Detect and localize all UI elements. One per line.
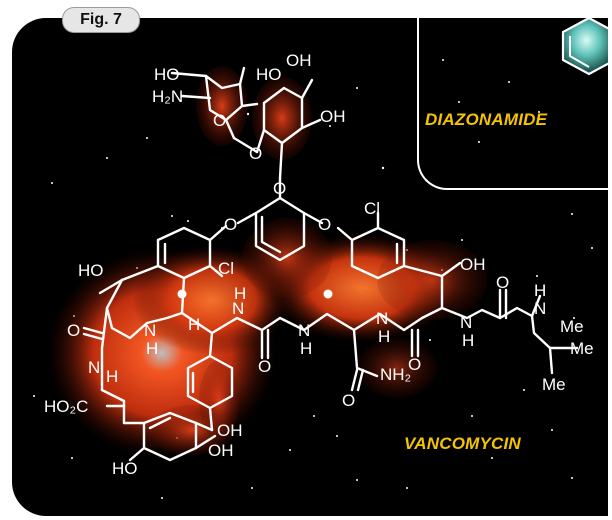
atom-label: O <box>318 215 331 234</box>
atom-label: H <box>188 315 200 334</box>
atom-label: O <box>273 179 286 198</box>
atom-label: O <box>67 321 80 340</box>
compound-name-vancomycin: VANCOMYCIN <box>404 434 521 453</box>
atom-label: O <box>213 111 226 130</box>
atom-label: OH <box>320 107 346 126</box>
atom-label: H <box>234 284 246 303</box>
atom-label: N <box>460 313 472 332</box>
diazonamide-structure: O <box>442 18 608 143</box>
stereo-dot <box>177 289 187 299</box>
atom-label: HO <box>112 459 138 478</box>
atom-label: O <box>496 273 509 292</box>
figure-label: Fig. 7 <box>62 7 140 33</box>
bond-lines <box>82 66 579 462</box>
atom-label: H <box>300 339 312 358</box>
atom-label: H <box>146 339 158 358</box>
atom-label: OH <box>460 255 486 274</box>
atom-label: Me <box>542 375 566 394</box>
atom-label: OH <box>286 51 312 70</box>
atom-label: H <box>534 281 546 300</box>
atom-label: H <box>462 331 474 350</box>
atom-label: N <box>144 321 156 340</box>
atom-labels: HO H₂N HO OH OH O O O O O Cl Cl HO OH O … <box>44 51 594 478</box>
atom-label: N <box>298 321 310 340</box>
atom-label: H <box>106 367 118 386</box>
stereo-dot <box>323 289 333 299</box>
atom-label: O <box>408 355 421 374</box>
atom-label: Cl <box>364 199 380 218</box>
diazonamide-inset: O <box>417 18 608 190</box>
atom-label: Me <box>560 317 584 336</box>
atom-label: O <box>249 144 262 163</box>
atom-label: Me <box>570 339 594 358</box>
atom-label: O <box>224 215 237 234</box>
atom-label: N <box>534 299 546 318</box>
atom-label: N <box>376 309 388 328</box>
atom-label: NH₂ <box>380 365 411 384</box>
atom-label: N <box>88 358 100 377</box>
atom-label: HO <box>256 65 282 84</box>
atom-label: Cl <box>218 259 234 278</box>
atom-label: O <box>342 391 355 410</box>
compound-name-diazonamide: DIAZONAMIDE <box>425 110 548 129</box>
atom-label: H₂N <box>152 87 183 106</box>
atom-label: N <box>232 299 244 318</box>
atom-label: H <box>378 327 390 346</box>
molecule-panel: HO H₂N HO OH OH O O O O O Cl Cl HO OH O … <box>12 18 608 516</box>
vancomycin-structure: HO H₂N HO OH OH O O O O O Cl Cl HO OH O … <box>33 51 594 499</box>
atom-label: HO <box>154 65 180 84</box>
atom-label: HO <box>78 261 104 280</box>
atom-label: O <box>258 357 271 376</box>
atom-label: HO₂C <box>44 397 88 416</box>
atom-label: OH <box>217 421 243 440</box>
atom-label: OH <box>208 441 234 460</box>
